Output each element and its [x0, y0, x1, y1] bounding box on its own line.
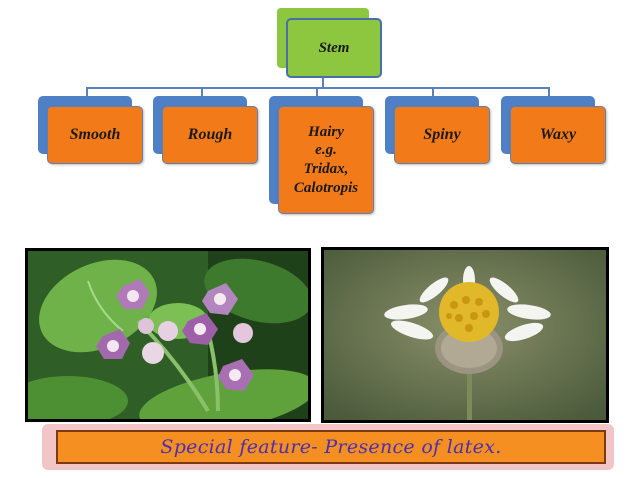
hairy-example-prefix: e.g. — [315, 142, 337, 159]
hairy-example-tridax: Tridax, — [303, 161, 349, 177]
rough-label: Rough — [187, 126, 233, 144]
rough-node: Rough — [162, 106, 258, 164]
connector-waxy — [548, 87, 550, 97]
spiny-label: Spiny — [423, 126, 461, 144]
tridax-illustration — [324, 250, 606, 420]
calotropis-illustration — [28, 251, 308, 419]
tridax-photo — [321, 247, 609, 423]
stem-node: Stem — [286, 18, 382, 78]
calotropis-photo — [25, 248, 311, 422]
special-feature-banner: Special feature- Presence of latex. — [56, 430, 606, 464]
connector-root-down — [322, 78, 324, 87]
connector-smooth — [86, 87, 88, 97]
hairy-node: Hairy e.g. Tridax, Calotropis — [278, 106, 374, 214]
connector-hairy — [316, 87, 318, 97]
connector-spiny — [432, 87, 434, 97]
stem-label: Stem — [318, 39, 350, 56]
connector-rough — [201, 87, 203, 97]
smooth-label: Smooth — [69, 126, 121, 144]
banner-text: Special feature- Presence of latex. — [160, 436, 502, 458]
hairy-label: Hairy — [308, 123, 344, 140]
hairy-example-calotropis: Calotropis — [293, 179, 359, 196]
spiny-node: Spiny — [394, 106, 490, 164]
smooth-node: Smooth — [47, 106, 143, 164]
waxy-node: Waxy — [510, 106, 606, 164]
waxy-label: Waxy — [539, 126, 577, 144]
